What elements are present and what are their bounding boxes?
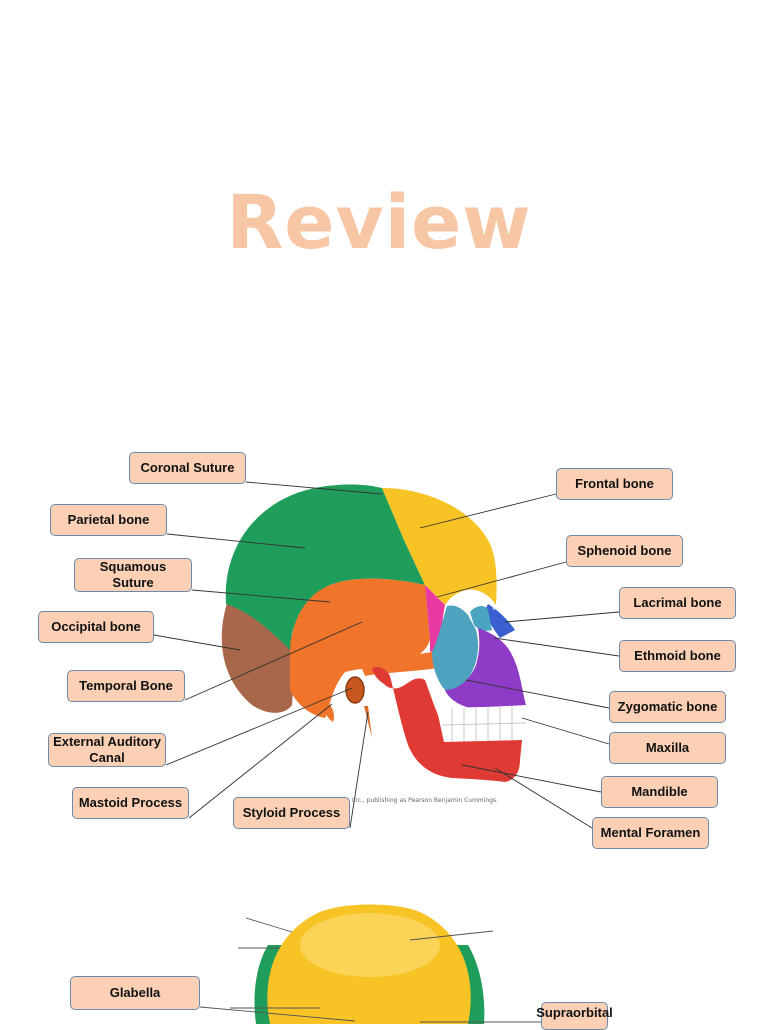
label-frontal-bone: Frontal bone — [556, 468, 673, 500]
teeth-lines — [441, 706, 527, 742]
styloid-process-shape — [364, 706, 372, 738]
label-sphenoid-bone: Sphenoid bone — [566, 535, 683, 567]
label-zygomatic-bone: Zygomatic bone — [609, 691, 726, 723]
label-mastoid-process: Mastoid Process — [72, 787, 189, 819]
label-maxilla: Maxilla — [609, 732, 726, 764]
parietal-bone-shape — [225, 484, 425, 650]
anterior-skull — [199, 904, 541, 1024]
external-auditory-canal-shape — [345, 676, 365, 704]
lacrimal-bone-shape — [484, 604, 515, 638]
label-lacrimal-bone: Lacrimal bone — [619, 587, 736, 619]
label-coronal-suture: Coronal Suture — [129, 452, 246, 484]
label-occipital-bone: Occipital bone — [38, 611, 154, 643]
leader-lines — [153, 481, 620, 829]
label-ethmoid-bone: Ethmoid bone — [619, 640, 736, 672]
label-mandible: Mandible — [601, 776, 718, 808]
temporal-bone-shape — [290, 578, 430, 718]
label-external-auditory-canal: External Auditory Canal — [48, 733, 166, 767]
label-supraorbital: Supraorbital — [536, 1002, 613, 1030]
zygomatic-bone-shape — [432, 605, 479, 692]
mandible-shape — [372, 666, 522, 782]
label-styloid-process: Styloid Process — [233, 797, 350, 829]
anterior-frontal-highlight — [300, 913, 440, 977]
orbit-outline — [467, 592, 495, 611]
label-temporal-bone: Temporal Bone — [67, 670, 185, 702]
anterior-leader-lines — [199, 917, 541, 1023]
page-title: Review — [226, 180, 532, 266]
image-credit: Inc., publishing as Pearson Benjamin Cum… — [352, 797, 499, 804]
label-mental-foramen: Mental Foramen — [592, 817, 709, 849]
mastoid-process-shape — [324, 700, 335, 722]
label-parietal-bone: Parietal bone — [50, 504, 167, 536]
frontal-bone-shape — [382, 488, 497, 605]
label-squamous-suture: Squamous Suture — [74, 558, 192, 592]
lateral-skull — [221, 484, 528, 782]
ethmoid-bone-shape — [470, 606, 492, 631]
label-glabella: Glabella — [70, 976, 200, 1010]
